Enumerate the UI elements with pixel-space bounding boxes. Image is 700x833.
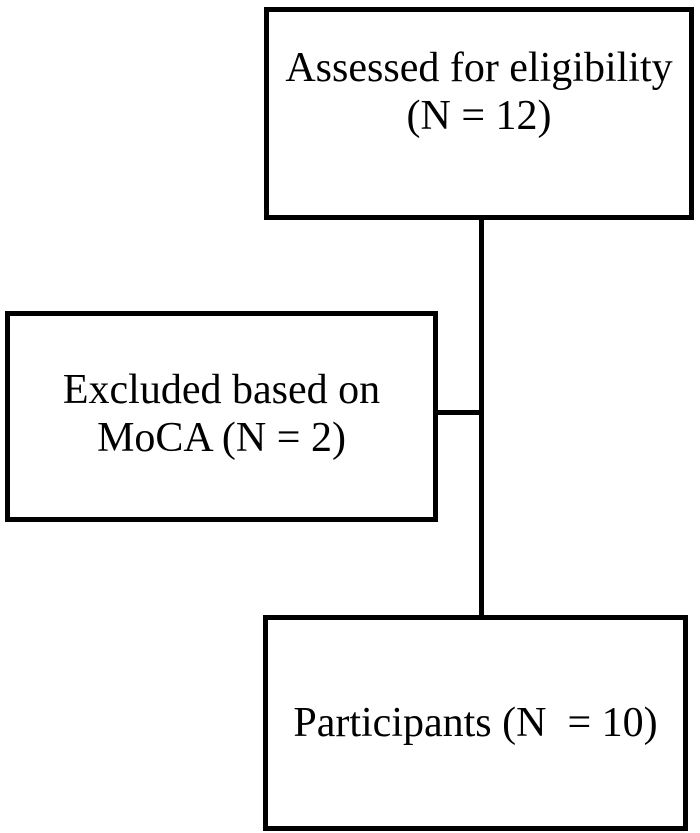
node-assessed-for-eligibility: Assessed for eligibility (N = 12) bbox=[264, 7, 694, 220]
node-assessed-for-eligibility-label: Assessed for eligibility (N = 12) bbox=[285, 44, 673, 139]
connector-assessed-to-participants bbox=[479, 216, 484, 619]
node-participants-label: Participants (N = 10) bbox=[293, 700, 658, 746]
connector-spine-to-excluded bbox=[434, 410, 484, 415]
node-excluded-based-on-moca: Excluded based on MoCA (N = 2) bbox=[5, 311, 438, 522]
node-excluded-based-on-moca-label: Excluded based on MoCA (N = 2) bbox=[62, 366, 381, 461]
node-participants: Participants (N = 10) bbox=[263, 615, 688, 831]
